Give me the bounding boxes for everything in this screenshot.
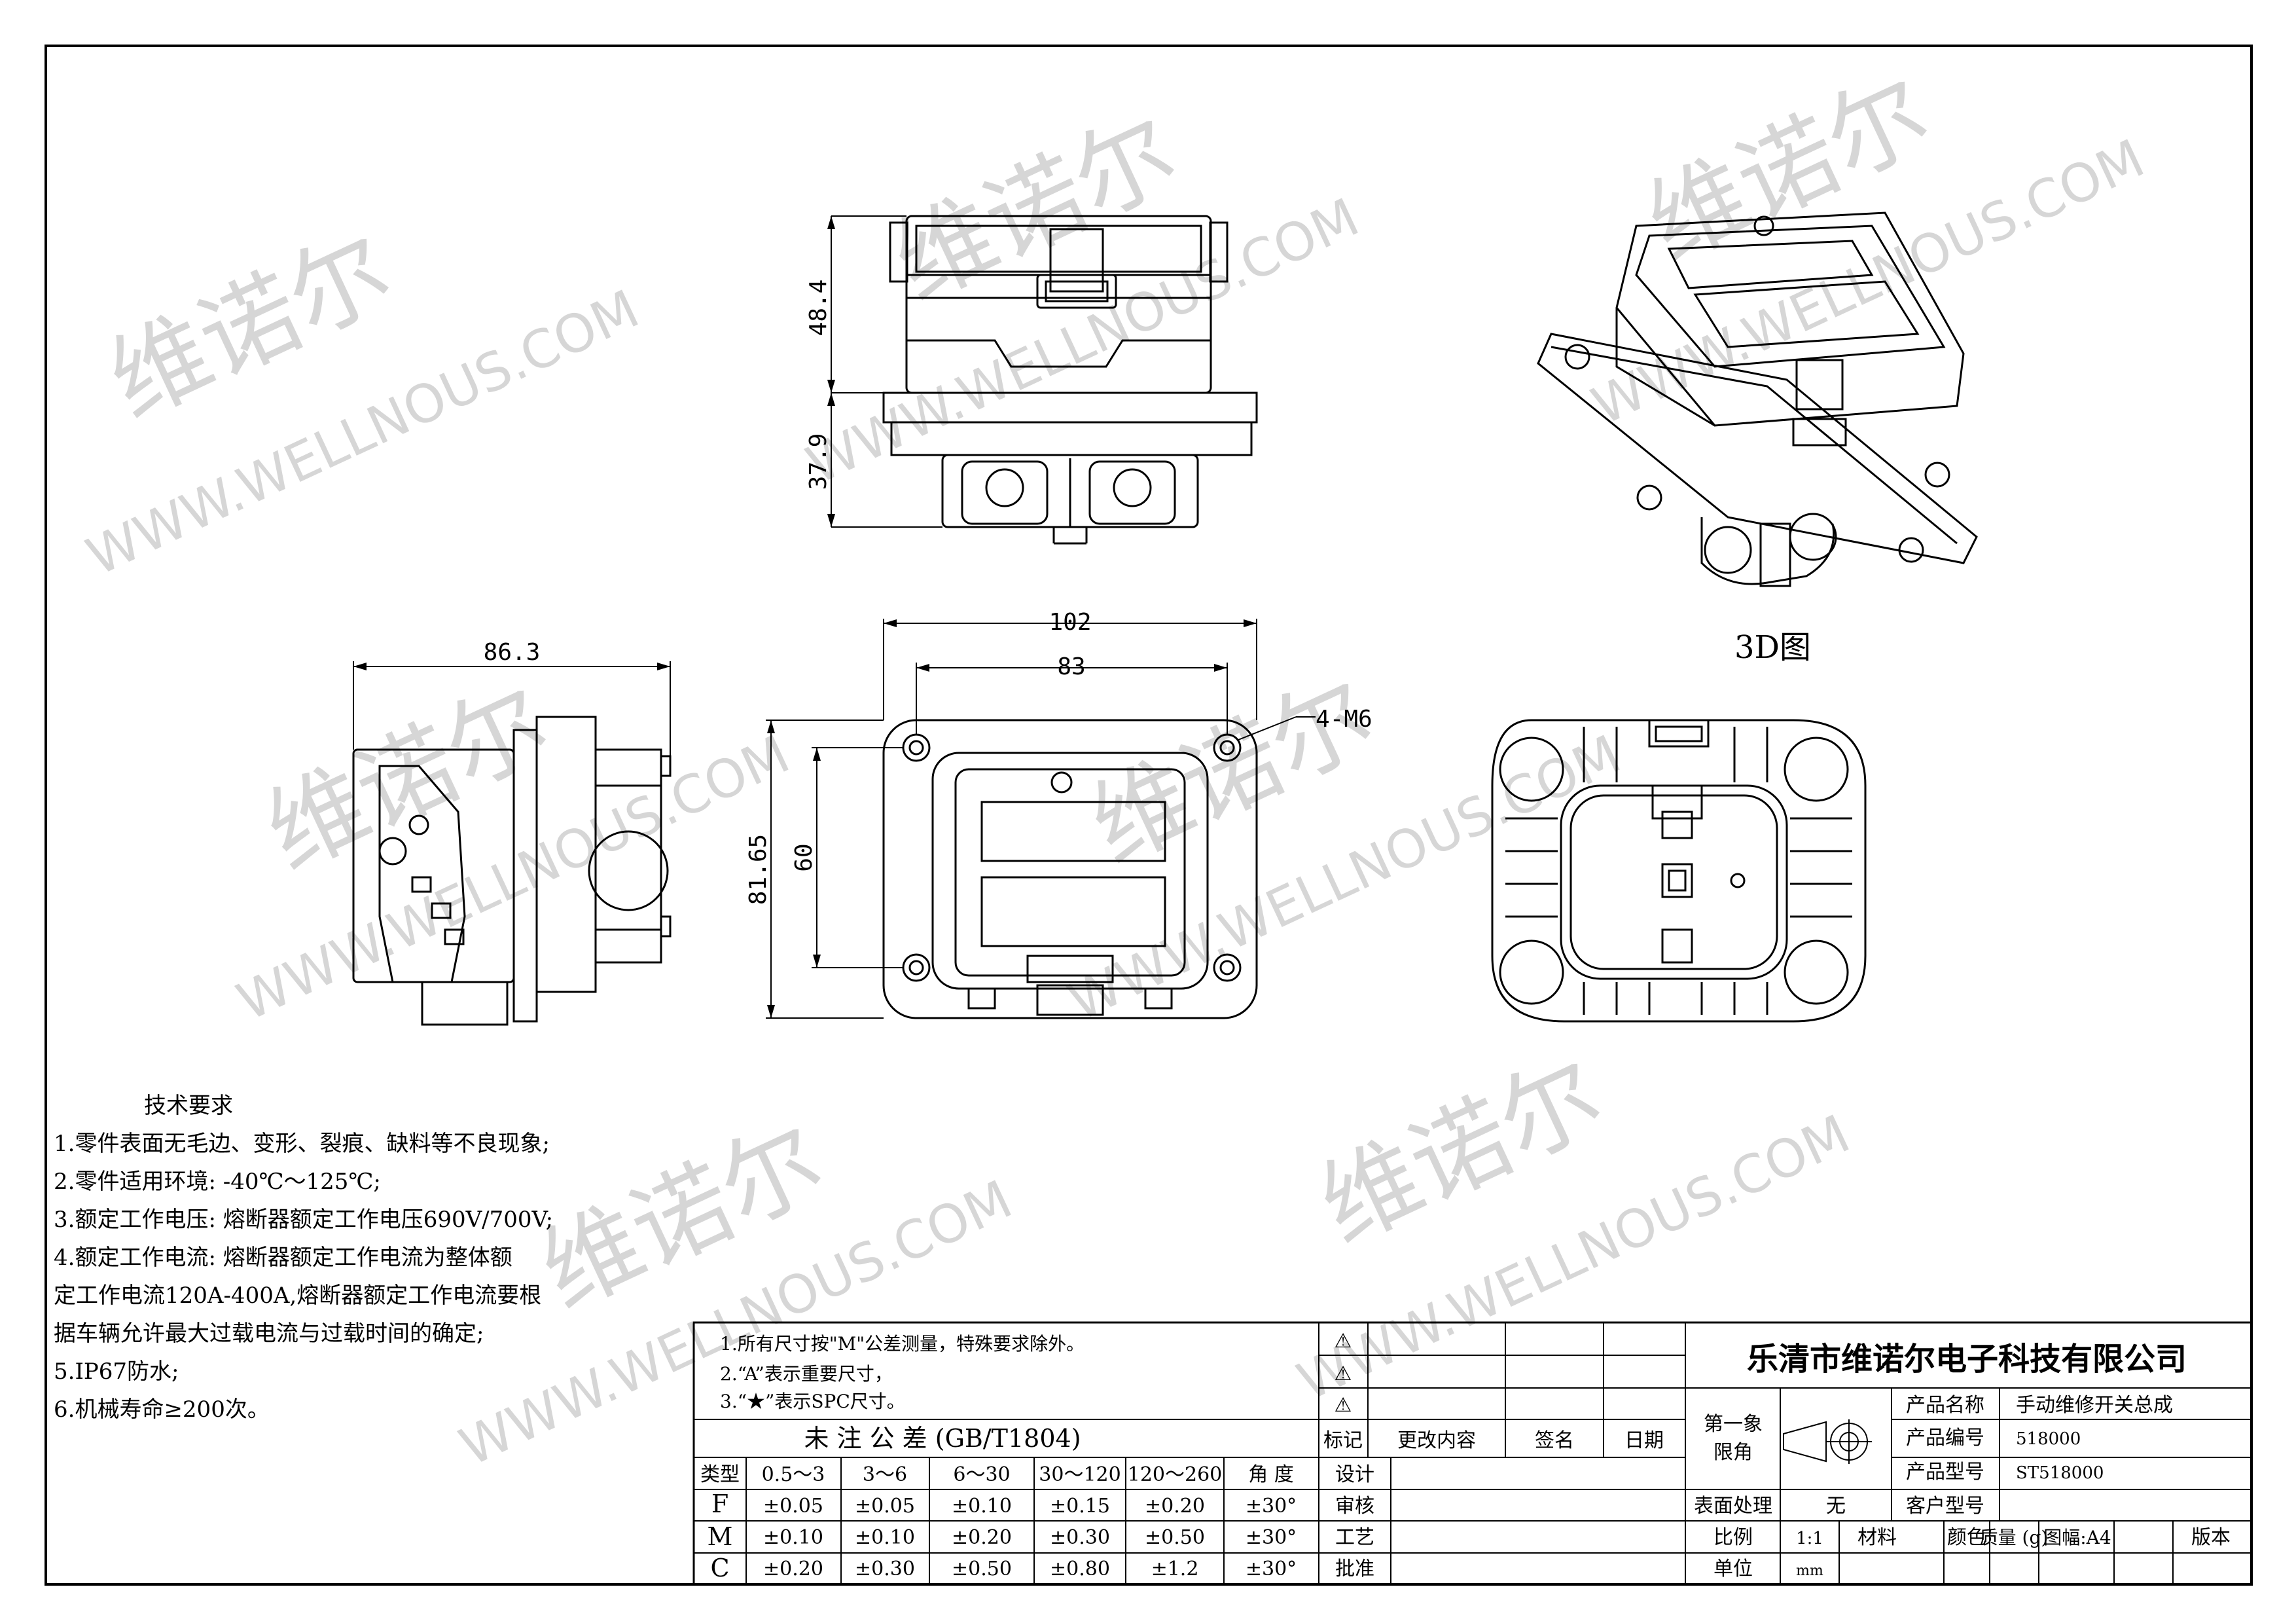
requirement-line: 1.零件表面无毛边、变形、裂痕、缺料等不良现象; [54,1131,550,1157]
dim-top-overall-height: 81.65 [745,834,772,905]
isometric-3d-view [1537,211,1978,587]
product-number-label: 产品编号 [1906,1427,1984,1450]
technical-requirements: 技术要求 1.零件表面无毛边、变形、裂痕、缺料等不良现象; 2.零件适用环境: … [54,1087,553,1429]
tol-cell: ±30° [1246,1526,1297,1549]
revision-area: ⚠ ⚠ ⚠ 标记 更改内容 签名 日期 设计 审核 工艺 批准 [1323,1330,1664,1580]
tol-cell: ±0.20 [763,1558,823,1580]
weight-label: 质量 (g) [1980,1527,2049,1548]
top-view [766,619,1316,1019]
product-info: 产品名称 手动维修开关总成 产品编号 518000 产品型号 ST518000 … [1694,1394,2231,1580]
note-line-3: 3.“★”表示SPC尺寸。 [720,1391,905,1412]
projection-label-line-2: 限角 [1713,1441,1753,1464]
tol-cell: ±0.50 [952,1558,1012,1580]
tol-cell: ±1.2 [1151,1558,1199,1580]
note-line-2: 2.“A”表示重要尺寸， [720,1363,893,1385]
title-block [692,1321,2253,1586]
projection-label-line-1: 第一象 [1704,1413,1763,1436]
bottom-view [1491,719,1867,1023]
dim-hole-callout: 4-M6 [1316,706,1372,733]
dim-front-lower-height: 37.9 [805,433,832,490]
requirement-line: 6.机械寿命≥200次。 [54,1396,270,1423]
dim-top-overall-width: 102 [1049,609,1091,636]
tol-cell: ±0.10 [855,1526,915,1549]
tol-cell: ±0.05 [855,1495,915,1518]
tol-cell: ±0.15 [1050,1495,1110,1518]
revision-header-signature: 签名 [1535,1429,1574,1452]
product-model-value: ST518000 [2016,1463,2104,1483]
dim-front-upper-height: 48.4 [805,280,832,337]
tol-cell: ±0.05 [763,1495,823,1518]
surface-treatment-label: 表面处理 [1694,1495,1772,1518]
side-view [352,661,672,1026]
version-label: 版本 [2191,1526,2231,1549]
tol-cell: ±0.10 [763,1526,823,1549]
tol-cell: ±0.30 [855,1558,915,1580]
unit-label: 单位 [1713,1558,1753,1580]
requirement-line: 定工作电流120A-400A,熔断器额定工作电流要根 [54,1283,542,1309]
tolerance-row-C: C ±0.20 ±0.30 ±0.50 ±0.80 ±1.2 ±30° [710,1554,1297,1582]
tol-cell: ±0.50 [1145,1526,1205,1549]
approval-design-label: 设计 [1335,1463,1374,1486]
projection-cone-symbol [1783,1421,1827,1463]
material-label: 材料 [1857,1526,1897,1549]
scale-value: 1:1 [1796,1529,1823,1548]
tol-header-cell: 类型 [700,1463,740,1486]
tol-cell: ±0.30 [1050,1526,1110,1549]
tolerance-row-F: F ±0.05 ±0.05 ±0.10 ±0.15 ±0.20 ±30° [711,1489,1297,1518]
scale-label: 比例 [1713,1526,1753,1549]
sheet-size-label: 图幅:A4 [2043,1527,2111,1548]
requirement-line: 2.零件适用环境: -40℃～125℃; [54,1169,381,1195]
customer-model-label: 客户型号 [1906,1495,1984,1518]
product-name-value: 手动维修开关总成 [2016,1394,2173,1417]
dim-side-width: 86.3 [484,639,541,666]
tol-cell: ±0.20 [952,1526,1012,1549]
revision-header-mark: 标记 [1323,1429,1363,1452]
tol-header-cell: 3～6 [863,1463,907,1486]
surface-treatment-value: 无 [1826,1495,1846,1518]
tolerance-row-M: M ±0.10 ±0.10 ±0.20 ±0.30 ±0.50 ±30° [708,1522,1297,1551]
approval-approve-label: 批准 [1335,1558,1374,1580]
tol-header-cell: 30～120 [1039,1463,1121,1486]
tol-cell: ±30° [1246,1558,1297,1580]
tol-cell: ±0.20 [1145,1495,1205,1518]
tol-cell: ±0.80 [1050,1558,1110,1580]
technical-requirements-title: 技术要求 [144,1093,233,1119]
tol-header-cell: 6～30 [953,1463,1010,1486]
tolerance-title: 未 注 公 差 (GB/T1804) [804,1424,1081,1453]
tolerance-header: 类型 0.5～3 3～6 6～30 30～120 120～260 角 度 [700,1463,1294,1486]
tol-cell: C [710,1554,729,1582]
dim-top-hole-spacing-height: 60 [791,843,817,871]
tol-cell: F [711,1489,728,1518]
tol-header-cell: 0.5～3 [762,1463,825,1486]
revision-header-date: 日期 [1624,1429,1664,1452]
color-label: 颜色 [1947,1526,1986,1549]
product-number-value: 518000 [2016,1429,2081,1449]
revision-header-content: 更改内容 [1397,1429,1476,1452]
product-model-label: 产品型号 [1906,1461,1984,1484]
revision-warning-icon: ⚠ [1335,1394,1352,1417]
requirement-line: 据车辆允许最大过载电流与过载时间的确定; [54,1321,484,1347]
view-3d-label: 3D图 [1734,629,1811,666]
requirement-line: 5.IP67防水; [54,1359,179,1385]
revision-warning-icon: ⚠ [1335,1362,1352,1385]
product-name-label: 产品名称 [1906,1394,1984,1417]
requirement-line: 3.额定工作电压: 熔断器额定工作电压690V/700V; [54,1207,554,1233]
tol-cell: ±0.10 [952,1495,1012,1518]
unit-value: mm [1796,1563,1823,1579]
front-view [827,215,1258,545]
approval-process-label: 工艺 [1335,1526,1374,1549]
dim-top-hole-spacing-width: 83 [1057,653,1085,680]
tol-cell: M [708,1522,733,1551]
tol-header-cell: 角 度 [1248,1463,1294,1486]
company-name: 乐清市维诺尔电子科技有限公司 [1747,1341,2187,1377]
revision-warning-icon: ⚠ [1335,1330,1352,1353]
approval-review-label: 审核 [1335,1495,1374,1518]
requirement-line: 4.额定工作电流: 熔断器额定工作电流为整体额 [54,1245,512,1271]
note-line-1: 1.所有尺寸按"M"公差测量，特殊要求除外。 [720,1333,1085,1355]
tol-cell: ±30° [1246,1495,1297,1518]
tol-header-cell: 120～260 [1128,1463,1223,1486]
